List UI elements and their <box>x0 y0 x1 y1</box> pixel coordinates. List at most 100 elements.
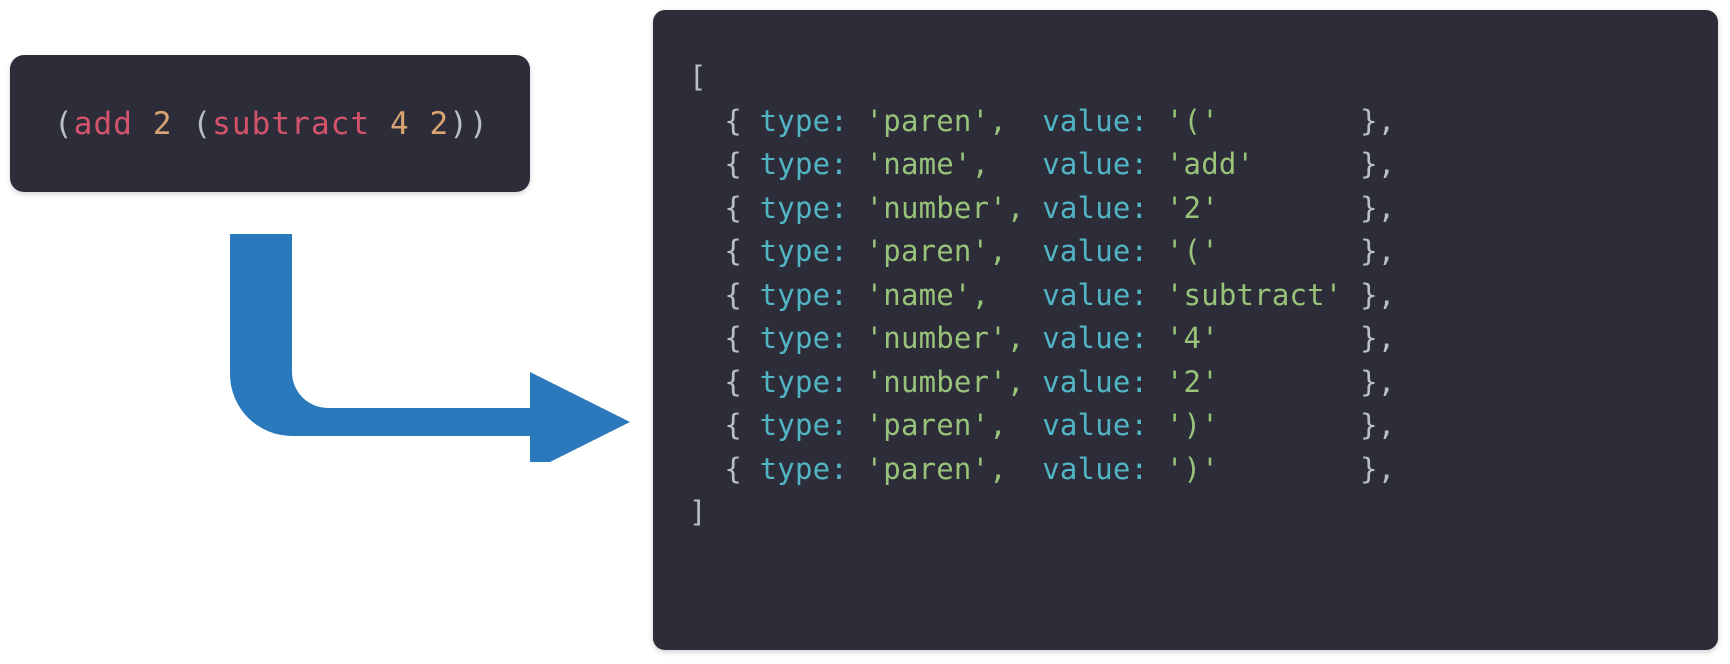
sp <box>848 408 866 442</box>
sp <box>1219 104 1360 138</box>
row-type-value-1: 'name', <box>865 147 990 181</box>
row-type-value-2: 'number', <box>865 190 1025 225</box>
row-close-brace-5: }, <box>1360 321 1396 355</box>
sp <box>1219 365 1360 399</box>
sp <box>1219 321 1360 355</box>
row-open-brace-7: { <box>689 408 760 442</box>
close-bracket: ] <box>689 495 707 529</box>
sp <box>1342 278 1360 312</box>
sp <box>1007 104 1042 138</box>
row-type-value-0: 'paren', <box>865 103 1007 138</box>
row-close-brace-1: }, <box>1360 147 1396 181</box>
row-value-key-4: value: <box>1042 277 1149 312</box>
row-open-brace-8: { <box>689 451 760 486</box>
row-type-key-3: type: <box>759 234 848 268</box>
row-open-brace-0: { <box>689 103 760 138</box>
row-value-key-6: value: <box>1042 364 1149 399</box>
sp <box>848 191 866 225</box>
row-value-value-1: 'add' <box>1165 147 1255 181</box>
open-bracket: [ <box>689 60 707 94</box>
tokens-output-panel: [ { type: 'paren', value: '(' }, { type:… <box>653 10 1718 650</box>
source-token-space-2 <box>133 106 153 142</box>
sp <box>1148 365 1166 399</box>
token-row: { type: 'name', value: 'add' }, <box>689 143 1395 187</box>
row-value-key-2: value: <box>1042 190 1149 225</box>
row-value-key-0: value: <box>1042 103 1149 138</box>
row-close-brace-6: }, <box>1360 364 1396 399</box>
source-code-panel: (add 2 (subtract 4 2)) <box>10 55 530 192</box>
source-token-space-7 <box>370 106 390 142</box>
sp <box>1148 104 1166 138</box>
source-token-paren-12: ) <box>469 105 489 142</box>
source-token-paren-0: ( <box>54 105 74 142</box>
sp <box>1148 191 1166 225</box>
row-type-key-8: type: <box>759 451 848 486</box>
sp <box>1219 234 1360 268</box>
row-type-key-4: type: <box>759 277 848 312</box>
row-value-key-1: value: <box>1042 147 1149 181</box>
sp <box>1007 234 1042 268</box>
sp <box>1007 408 1042 442</box>
row-open-brace-6: { <box>689 364 760 399</box>
flow-arrow <box>230 234 630 462</box>
row-type-key-0: type: <box>759 103 848 138</box>
sp <box>848 234 866 268</box>
sp <box>848 452 866 486</box>
token-row: { type: 'paren', value: ')' }, <box>689 404 1395 448</box>
sp <box>848 321 866 355</box>
token-row: { type: 'paren', value: ')' }, <box>689 448 1395 492</box>
row-type-value-5: 'number', <box>865 321 1025 355</box>
source-token-number-10: 2 <box>429 105 450 142</box>
token-row: { type: 'number', value: '2' }, <box>689 361 1395 405</box>
sp <box>1254 147 1360 181</box>
row-type-value-4: 'name', <box>865 277 990 312</box>
row-open-brace-4: { <box>689 277 760 312</box>
sp <box>1025 321 1043 355</box>
sp <box>848 147 866 181</box>
row-value-value-0: '(' <box>1165 103 1219 138</box>
row-value-value-8: ')' <box>1165 451 1219 486</box>
row-value-value-4: 'subtract' <box>1165 277 1343 312</box>
source-token-name-1: add <box>73 105 134 142</box>
row-type-key-2: type: <box>759 190 848 225</box>
source-token-space-9 <box>410 106 430 142</box>
row-close-brace-2: }, <box>1360 190 1396 225</box>
sp <box>1219 191 1360 225</box>
row-type-key-1: type: <box>759 147 848 181</box>
row-close-brace-8: }, <box>1360 451 1396 486</box>
row-open-brace-2: { <box>689 190 760 225</box>
token-row: { type: 'name', value: 'subtract' }, <box>689 274 1395 318</box>
source-token-number-3: 2 <box>152 105 173 142</box>
sp <box>848 278 866 312</box>
sp <box>848 104 866 138</box>
row-type-key-5: type: <box>759 321 848 355</box>
source-token-number-8: 4 <box>390 105 410 142</box>
source-code-text: (add 2 (subtract 4 2)) <box>54 104 489 144</box>
tokens-open-bracket-line: [ <box>689 56 1395 100</box>
sp <box>1148 408 1166 442</box>
sp <box>1148 452 1166 486</box>
row-close-brace-0: }, <box>1360 103 1396 138</box>
sp <box>1025 365 1043 399</box>
token-row: { type: 'number', value: '4' }, <box>689 317 1395 361</box>
row-close-brace-3: }, <box>1360 234 1396 268</box>
tokens-close-bracket-line: ] <box>689 491 1395 535</box>
source-token-paren-11: ) <box>449 105 470 142</box>
sp <box>989 278 1042 312</box>
row-close-brace-4: }, <box>1360 277 1396 312</box>
tokens-code-text: [ { type: 'paren', value: '(' }, { type:… <box>689 56 1395 535</box>
sp <box>1219 408 1360 442</box>
row-value-value-5: '4' <box>1165 321 1219 355</box>
row-open-brace-1: { <box>689 147 760 181</box>
row-type-value-6: 'number', <box>865 364 1025 399</box>
row-value-key-3: value: <box>1042 234 1149 268</box>
sp <box>1007 452 1042 486</box>
row-value-value-2: '2' <box>1165 190 1219 225</box>
row-open-brace-3: { <box>689 234 760 268</box>
sp <box>1148 147 1166 181</box>
row-close-brace-7: }, <box>1360 408 1396 442</box>
row-type-key-7: type: <box>759 408 848 442</box>
source-token-space-4 <box>173 106 193 142</box>
sp <box>848 365 866 399</box>
sp <box>1148 234 1166 268</box>
